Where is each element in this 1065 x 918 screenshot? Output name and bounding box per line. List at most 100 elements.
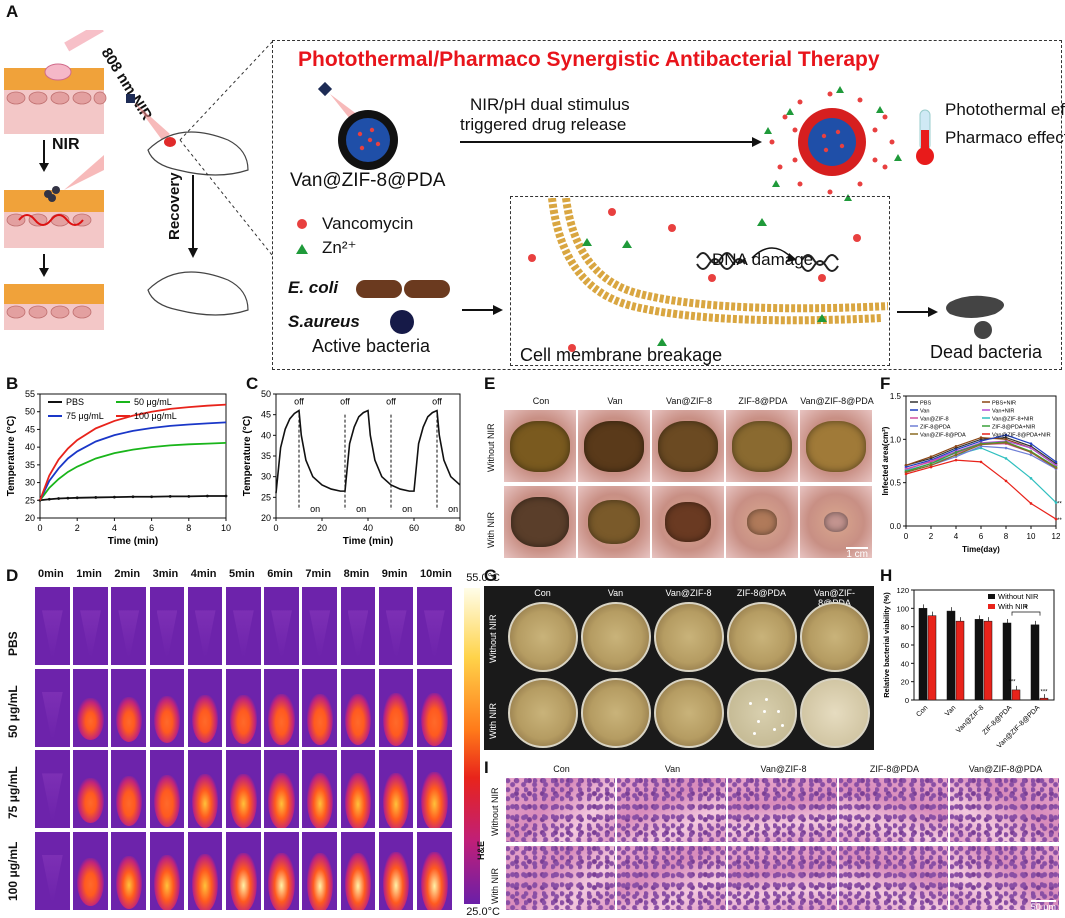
heat-spot <box>153 774 181 828</box>
tube-shadow <box>41 610 63 658</box>
column-label: ZIF-8@PDA <box>869 764 920 774</box>
drug-release-schematic <box>317 82 934 201</box>
x-tick-label: 0 <box>904 532 909 541</box>
legend-swatch <box>988 604 995 609</box>
panel-label-b: B <box>6 374 19 393</box>
bar <box>946 610 956 701</box>
legend-label: Van@ZIF-8+NIR <box>992 417 1033 423</box>
time-label: 9min <box>381 568 408 580</box>
dead-bacteria-illustration <box>897 295 1004 339</box>
heat-spot <box>230 773 257 828</box>
culture-plate <box>508 602 578 672</box>
tube-shadow <box>232 610 254 658</box>
row-label: 100 μg/mL <box>6 841 20 901</box>
thermal-image <box>377 830 415 911</box>
heat-spot <box>191 695 219 744</box>
column-label: ZIF-8@PDA <box>736 588 787 598</box>
thermal-image <box>72 830 109 911</box>
y-tick-label: 0.0 <box>890 522 902 531</box>
x-tick-label: 2 <box>75 523 80 533</box>
thermal-image <box>110 830 148 911</box>
series-line-1 <box>39 441 227 501</box>
off-label: off <box>340 396 350 406</box>
heat-spot <box>268 773 295 828</box>
bar <box>983 620 993 701</box>
series-point <box>168 494 172 498</box>
bacterial-colony <box>763 710 766 713</box>
series-point <box>954 458 958 462</box>
wound-area <box>658 420 718 472</box>
legend-label: ZIF-8@PDA <box>920 425 951 431</box>
thermal-image <box>377 667 415 748</box>
x-tick-label: 2 <box>929 532 934 541</box>
row-label: 50 μg/mL <box>6 684 20 738</box>
thermal-image <box>110 667 148 748</box>
wound-photo <box>504 410 576 482</box>
tube-shadow <box>80 610 101 658</box>
scale-min-label: 25.0°C <box>466 906 500 918</box>
x-axis-label: Time(day) <box>962 545 1000 554</box>
photothermal-label: Photothermal effect <box>945 100 1065 119</box>
heat-spot <box>382 852 410 910</box>
legend-label: 75 μg/mL <box>66 411 104 421</box>
y-tick-label: 80 <box>901 623 909 632</box>
culture-plate <box>727 602 797 672</box>
column-label: Van <box>664 764 681 774</box>
heat-spot <box>115 855 142 910</box>
culture-plate <box>581 602 651 672</box>
x-tick-label: 8 <box>1004 532 1009 541</box>
scale-max-label: 55.0°C <box>466 572 500 584</box>
tube-shadow <box>41 854 63 902</box>
row-label: 75 μg/mL <box>6 766 20 819</box>
thermal-image <box>34 586 71 666</box>
tube-shadow <box>385 610 407 658</box>
panel-label-e: E <box>484 374 496 393</box>
off-label: off <box>294 396 304 406</box>
mechanism-box <box>510 196 890 366</box>
thermal-image <box>110 586 148 666</box>
heat-spot <box>191 774 219 828</box>
y-tick-label: 40 <box>901 659 909 668</box>
x-tick-label: 4 <box>112 523 117 533</box>
dna-damage-label: DNA damage <box>712 250 814 269</box>
thermal-image <box>339 667 377 748</box>
time-label: 7min <box>305 568 332 580</box>
heat-spot <box>268 853 295 910</box>
series-point <box>47 497 51 501</box>
culture-plate <box>508 678 578 748</box>
nir-label: NIR <box>52 136 80 153</box>
x-tick-label: 0 <box>37 523 42 533</box>
heat-spot <box>153 854 181 910</box>
series-point <box>66 496 70 500</box>
bar <box>955 620 965 701</box>
time-label: 8min <box>343 568 370 580</box>
bacterial-colony <box>753 732 756 735</box>
cycle-line <box>275 409 461 494</box>
histology-image <box>728 778 837 842</box>
wound-photo <box>504 486 576 558</box>
on-label: on <box>448 504 458 514</box>
thermal-image <box>34 830 71 911</box>
heat-spot <box>115 696 142 742</box>
tube-shadow <box>194 610 216 658</box>
thermal-image <box>148 586 186 666</box>
series-point <box>1029 446 1033 450</box>
heat-spot <box>191 853 219 910</box>
membrane-schematic <box>528 198 888 352</box>
series-point <box>1029 502 1033 505</box>
thermal-image <box>377 586 415 666</box>
series-point <box>954 444 958 448</box>
wound-photo <box>800 410 872 482</box>
panel-label-c: C <box>246 374 259 393</box>
bar <box>927 615 937 701</box>
y-axis-label: Infected area(cm²) <box>881 426 890 495</box>
y-tick-label: 55 <box>25 389 35 399</box>
series-point <box>929 455 933 458</box>
thermal-image <box>148 749 186 829</box>
thermal-image <box>339 749 377 829</box>
bacteria-illustration <box>356 280 503 334</box>
thermal-image <box>72 749 109 829</box>
histology-image <box>728 846 837 910</box>
